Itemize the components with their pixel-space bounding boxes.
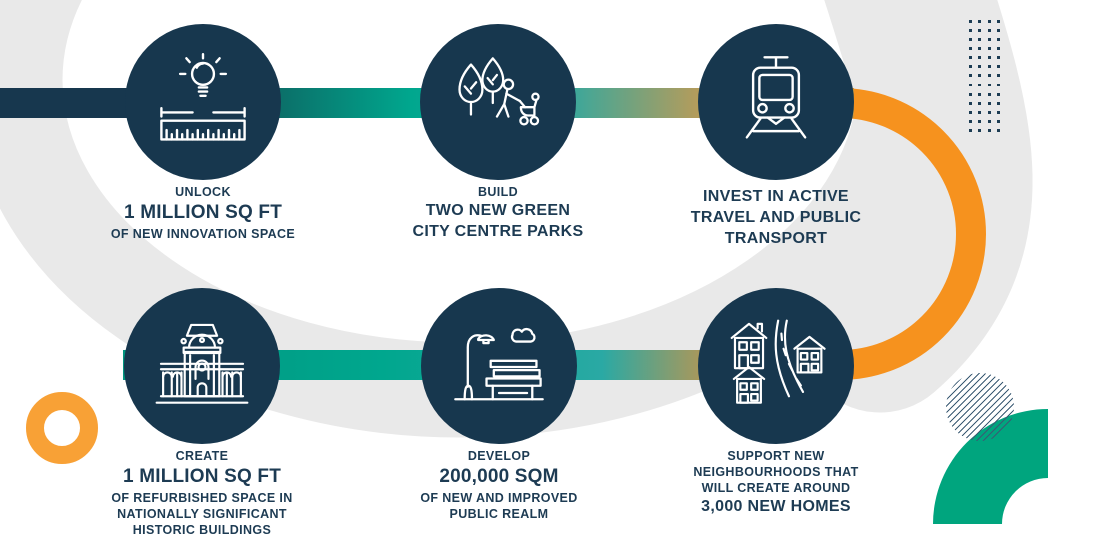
dot <box>969 29 973 32</box>
caption-line: CITY CENTRE PARKS <box>412 223 584 240</box>
caption-support: SUPPORT NEW NEIGHBOURHOODS THAT WILL CRE… <box>646 448 906 517</box>
dot-grid <box>966 20 1003 132</box>
caption-line: 1 MILLION SQ FT <box>122 466 281 487</box>
hatched-circle <box>946 373 1014 441</box>
orange-semicircle-arc <box>839 88 986 380</box>
dot <box>969 119 973 123</box>
step-circle-5 <box>421 288 577 444</box>
dot <box>978 38 982 42</box>
dot <box>996 38 1000 42</box>
dot <box>996 101 1000 105</box>
caption-line: NEIGHBOURHOODS THAT <box>693 465 859 479</box>
dot <box>969 92 973 96</box>
dot <box>987 38 991 42</box>
dot <box>978 47 982 51</box>
dot <box>978 20 982 23</box>
dot <box>996 20 1000 23</box>
caption-line: TWO NEW GREEN <box>425 202 571 219</box>
caption-line: TRANSPORT <box>724 230 828 247</box>
dot <box>978 83 982 87</box>
dot <box>996 110 1000 114</box>
dot <box>969 65 973 69</box>
caption-line: UNLOCK <box>175 185 231 199</box>
dot <box>996 29 1000 32</box>
step-circle-1 <box>125 24 281 180</box>
caption-line: 1 MILLION SQ FT <box>123 202 282 223</box>
caption-invest: INVEST IN ACTIVE TRAVEL AND PUBLIC TRANS… <box>646 186 906 249</box>
dot <box>969 74 973 78</box>
caption-line: SUPPORT NEW <box>727 449 825 463</box>
dot <box>987 47 991 51</box>
dot <box>996 92 1000 96</box>
caption-line: NATIONALLY SIGNIFICANT <box>117 507 287 521</box>
dot <box>978 56 982 60</box>
dot <box>987 119 991 123</box>
dot <box>969 83 973 87</box>
historic-building-icon <box>155 323 249 404</box>
dot <box>987 56 991 60</box>
dot <box>978 101 982 105</box>
teal-quarter-ring <box>933 409 1048 524</box>
step-circle-4 <box>124 288 280 444</box>
dot <box>978 74 982 78</box>
tram-icon <box>745 56 807 139</box>
step-circle-2 <box>420 24 576 180</box>
street-lamp-bench-icon <box>454 327 544 401</box>
caption-line: INVEST IN ACTIVE <box>703 188 849 205</box>
dot <box>978 65 982 69</box>
dot <box>996 65 1000 69</box>
dot <box>996 56 1000 60</box>
dot <box>978 29 982 32</box>
caption-line: DEVELOP <box>467 449 531 463</box>
dot <box>969 20 973 23</box>
caption-line: CREATE <box>175 449 229 463</box>
dot <box>969 38 973 42</box>
dot <box>978 119 982 123</box>
dot <box>969 128 973 132</box>
caption-line: BUILD <box>477 185 519 199</box>
caption-line: OF NEW INNOVATION SPACE <box>110 227 296 241</box>
step-circle-3 <box>698 24 854 180</box>
dot <box>978 92 982 96</box>
caption-line: HISTORIC BUILDINGS <box>132 523 272 537</box>
dot <box>996 47 1000 51</box>
dot <box>996 128 1000 132</box>
dot <box>996 83 1000 87</box>
dot <box>987 29 991 32</box>
lightbulb-ruler-icon <box>160 52 246 141</box>
navy-entry-band <box>0 88 140 118</box>
park-stroller-icon <box>458 57 540 126</box>
dot <box>996 119 1000 123</box>
dot <box>969 110 973 114</box>
caption-line: 200,000 SQM <box>439 466 559 487</box>
caption-line: PUBLIC REALM <box>449 507 549 521</box>
caption-build: BUILD TWO NEW GREEN CITY CENTRE PARKS <box>368 184 628 242</box>
dot <box>987 20 991 23</box>
dot <box>987 74 991 78</box>
dot <box>978 128 982 132</box>
caption-line: WILL CREATE AROUND <box>701 481 851 495</box>
caption-line: OF NEW AND IMPROVED <box>420 491 578 505</box>
caption-line: 3,000 NEW HOMES <box>701 498 851 515</box>
dot <box>987 83 991 87</box>
dot <box>969 56 973 60</box>
caption-line: TRAVEL AND PUBLIC <box>690 209 862 226</box>
dot <box>987 101 991 105</box>
caption-line: OF REFURBISHED SPACE IN <box>111 491 293 505</box>
caption-develop: DEVELOP 200,000 SQM OF NEW AND IMPROVED … <box>369 448 629 522</box>
dot <box>987 128 991 132</box>
caption-unlock: UNLOCK 1 MILLION SQ FT OF NEW INNOVATION… <box>73 184 333 242</box>
dot <box>969 101 973 105</box>
dot <box>987 110 991 114</box>
caption-create: CREATE 1 MILLION SQ FT OF REFURBISHED SP… <box>72 448 332 538</box>
step-circle-6 <box>698 288 854 444</box>
dot <box>987 92 991 96</box>
dot <box>969 47 973 51</box>
dot <box>987 65 991 69</box>
dot <box>996 74 1000 78</box>
dot <box>978 110 982 114</box>
houses-road-icon <box>730 319 826 404</box>
